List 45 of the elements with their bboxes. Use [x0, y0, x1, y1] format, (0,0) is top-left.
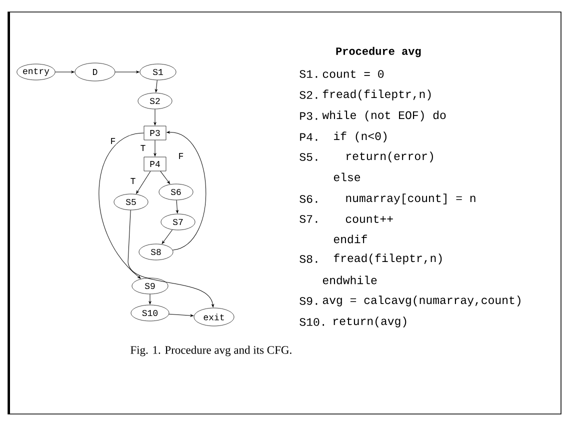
- code-line: numarray[count] = n: [346, 194, 476, 204]
- arrow: [176, 200, 178, 214]
- code-heading: Procedure avg: [336, 46, 421, 58]
- arrow: [154, 108, 156, 126]
- edge-label: F: [178, 152, 184, 160]
- arrow: [136, 170, 151, 194]
- code-line: endwhile: [322, 276, 377, 284]
- node-box: P3: [144, 126, 166, 140]
- code-line: P4.: [300, 133, 318, 141]
- arrow: [148, 294, 152, 304]
- edge-label: T: [130, 178, 136, 184]
- code-line: S10.: [300, 318, 324, 326]
- code-line: S9.: [300, 297, 318, 305]
- code-line: else: [334, 172, 360, 182]
- arrow: [166, 131, 206, 250]
- code-line: return(avg): [334, 316, 406, 328]
- code-line: while (not EOF) do: [322, 110, 446, 122]
- arrow: [55, 70, 74, 74]
- code-line: fread(fileptr,n): [334, 254, 442, 264]
- arrow: [128, 210, 214, 308]
- arrow: [98, 132, 144, 279]
- code-line: count = 0: [322, 70, 384, 78]
- code-line: S2.: [300, 91, 318, 99]
- code-line: S7.: [300, 215, 318, 223]
- code-line: S6.: [300, 195, 318, 203]
- code-line: if (n<0): [334, 132, 386, 142]
- code-line: fread(fileptr,n): [322, 90, 431, 100]
- arrow: [154, 140, 156, 156]
- edge-label: T: [140, 144, 146, 152]
- code-line: S1.: [300, 70, 318, 78]
- code-line: endif: [334, 234, 367, 244]
- code-line: avg = calcavg(numarray,count): [322, 296, 520, 306]
- arrow: [155, 80, 158, 92]
- code-line: return(error): [346, 152, 433, 162]
- code-line: P3.: [300, 112, 318, 120]
- arrow: [114, 70, 140, 74]
- code-line: count++: [346, 215, 393, 223]
- node-box: P4: [144, 156, 166, 172]
- arrow: [168, 314, 194, 317]
- code-line: S8.: [300, 255, 318, 263]
- arrow: [160, 170, 170, 184]
- edge-label: F: [110, 138, 116, 144]
- arrow: [162, 230, 173, 244]
- caption: Fig. 1. Procedure avg and its CFG.: [130, 346, 292, 356]
- code-line: S5.: [300, 153, 318, 161]
